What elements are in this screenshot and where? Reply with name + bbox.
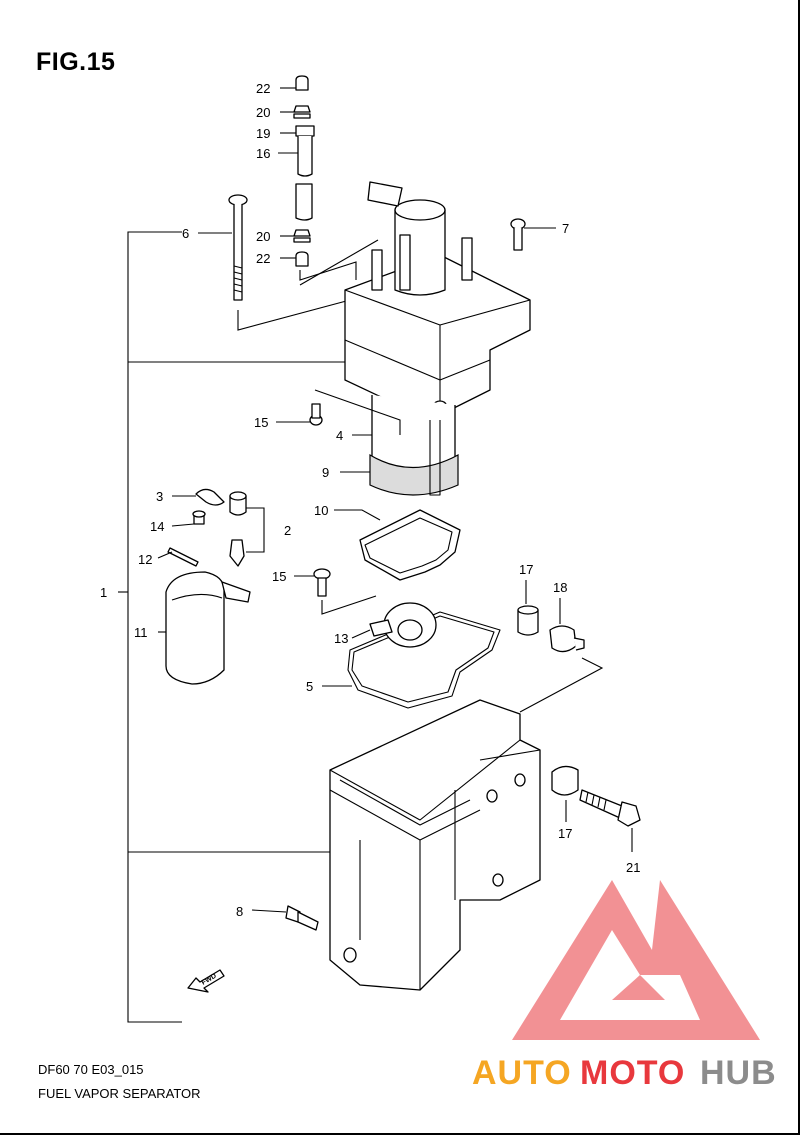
callout-2: 2 xyxy=(284,523,291,538)
assembly-bracket xyxy=(118,231,345,1023)
callout-14: 14 xyxy=(150,519,164,534)
callout-11: 11 xyxy=(134,625,148,640)
callout-22-bottom: 22 xyxy=(256,251,270,266)
diagram-code: DF60 70 E03_015 xyxy=(38,1062,144,1077)
grommets xyxy=(517,605,585,796)
callout-18: 18 xyxy=(553,580,567,595)
screw-15-upper xyxy=(309,403,323,426)
fuel-pump xyxy=(369,395,459,496)
callout-19: 19 xyxy=(256,126,270,141)
callout-16: 16 xyxy=(256,146,270,161)
separator-upper-body xyxy=(344,181,531,421)
needle-valve-group xyxy=(167,488,265,567)
watermark-logo xyxy=(512,880,760,1040)
separator-lower-body xyxy=(329,699,541,991)
gasket-10 xyxy=(359,509,461,581)
callout-15-lower: 15 xyxy=(272,569,286,584)
callout-8: 8 xyxy=(236,904,243,919)
watermark-part1: AUTO xyxy=(472,1054,572,1092)
callout-15-upper: 15 xyxy=(254,415,268,430)
long-bolt xyxy=(228,194,351,331)
callout-4: 4 xyxy=(336,428,343,443)
callout-5: 5 xyxy=(306,679,313,694)
callout-9: 9 xyxy=(322,465,329,480)
watermark-part3: HUB xyxy=(700,1054,777,1092)
float xyxy=(165,571,251,685)
callout-10: 10 xyxy=(314,503,328,518)
callout-6: 6 xyxy=(182,226,189,241)
screw-8 xyxy=(285,905,319,931)
callout-17-upper: 17 xyxy=(519,562,533,577)
watermark-part2: MOTO xyxy=(580,1054,685,1092)
bolt-21 xyxy=(579,789,641,827)
callout-1: 1 xyxy=(100,585,107,600)
figure-title: FIG.15 xyxy=(36,48,116,76)
callout-labels: 22 20 19 16 6 20 22 7 15 4 9 3 14 2 12 1… xyxy=(100,81,640,919)
fwd-arrow-icon: FWD xyxy=(187,969,225,993)
callout-22-top: 22 xyxy=(256,81,270,96)
callout-7: 7 xyxy=(562,221,569,236)
screw-15-lower xyxy=(313,568,331,597)
callout-12: 12 xyxy=(138,552,152,567)
diagram-name: FUEL VAPOR SEPARATOR xyxy=(38,1086,201,1101)
gasket-5 xyxy=(347,611,501,709)
callout-20-top: 20 xyxy=(256,105,270,120)
pressure-regulator xyxy=(369,602,437,648)
callout-17-lower: 17 xyxy=(558,826,572,841)
callout-21: 21 xyxy=(626,860,640,875)
leader-lines xyxy=(157,87,633,913)
callout-20-bottom: 20 xyxy=(256,229,270,244)
screw-7 xyxy=(510,218,526,251)
callout-3: 3 xyxy=(156,489,163,504)
callout-13: 13 xyxy=(334,631,348,646)
hose-and-clips xyxy=(293,75,315,267)
